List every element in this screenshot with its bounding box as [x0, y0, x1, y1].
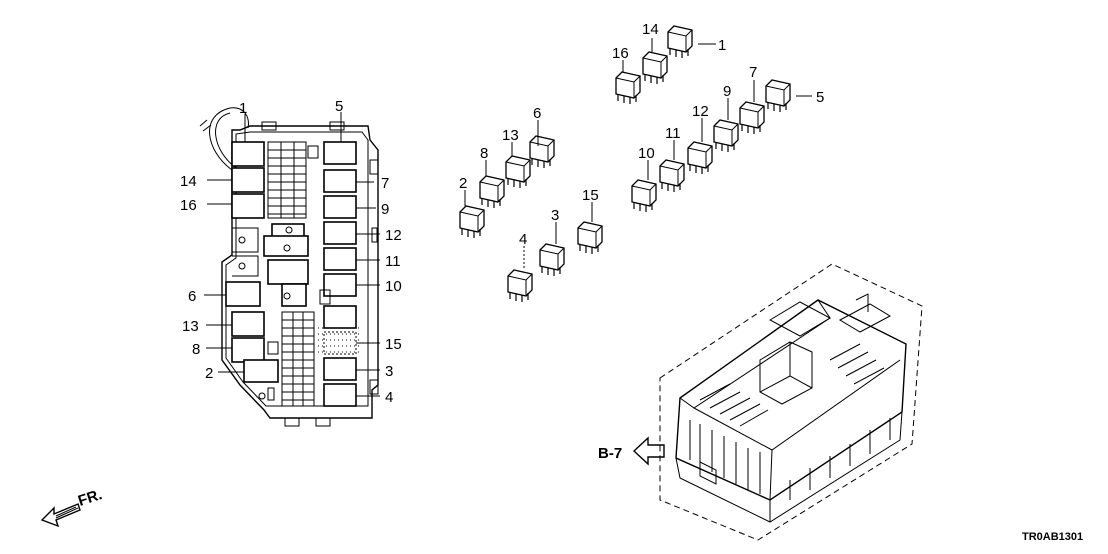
- box-label-13: 13: [182, 318, 199, 335]
- relay-label-10: 10: [638, 145, 655, 162]
- relay-3: [539, 243, 565, 277]
- box-label-1: 1: [239, 100, 247, 117]
- relay-label-14: 14: [642, 21, 659, 38]
- relay-2: [459, 205, 485, 239]
- relay-10: [631, 179, 657, 213]
- relay-label-12: 12: [692, 103, 709, 120]
- relay-7: [739, 101, 765, 135]
- relay-6: [529, 135, 555, 169]
- reference-label: B-7: [598, 445, 622, 462]
- relay-box-plan-view: 1 5 14 16 7 9 12 11 10 6 13 15 8 3 2 4: [180, 98, 402, 427]
- relay-label-6: 6: [533, 105, 541, 122]
- relay-label-7: 7: [749, 64, 757, 81]
- front-direction-indicator: FR.: [40, 486, 104, 528]
- fuse-block-top: [267, 141, 319, 219]
- relay-8: [479, 175, 505, 209]
- relay-label-11: 11: [665, 125, 681, 142]
- relays-group: 1 14 16 5 7 9 12 11 10 6 13 8 2 15 3 4: [459, 21, 824, 303]
- relay-label-2: 2: [459, 175, 467, 192]
- diagram-code: TR0AB1301: [1022, 531, 1083, 543]
- box-label-6: 6: [188, 288, 196, 305]
- box-label-15: 15: [385, 336, 402, 353]
- reference-b7: B-7: [598, 436, 665, 466]
- box-label-7: 7: [381, 175, 389, 192]
- relay-11: [659, 159, 685, 193]
- relay-label-8: 8: [480, 145, 488, 162]
- box-label-8: 8: [192, 341, 200, 358]
- relay-14: [642, 51, 668, 85]
- front-label: FR.: [76, 486, 104, 510]
- relay-box-assembly: [659, 263, 923, 541]
- box-label-10: 10: [385, 278, 402, 295]
- box-label-3: 3: [385, 363, 393, 380]
- relay-label-5: 5: [816, 89, 824, 106]
- relay-label-4: 4: [519, 231, 527, 248]
- relay-label-16: 16: [612, 45, 629, 62]
- relay-4: [507, 269, 533, 303]
- box-label-14: 14: [180, 173, 197, 190]
- relay-label-15: 15: [582, 187, 599, 204]
- relay-12: [687, 141, 713, 175]
- relay-5: [765, 79, 791, 113]
- relay-label-9: 9: [723, 83, 731, 100]
- box-label-12: 12: [385, 227, 402, 244]
- relay-label-13: 13: [502, 127, 519, 144]
- relay-13: [505, 155, 531, 189]
- fuse-block-bottom: [267, 311, 315, 407]
- box-label-5: 5: [335, 98, 343, 115]
- relay-label-3: 3: [551, 207, 559, 224]
- box-label-9: 9: [381, 201, 389, 218]
- box-label-11: 11: [385, 253, 401, 270]
- relay-label-1: 1: [718, 37, 726, 54]
- reference-arrow-icon: [632, 436, 665, 466]
- box-label-2: 2: [205, 365, 213, 382]
- box-label-16: 16: [180, 197, 197, 214]
- box-label-4: 4: [385, 389, 393, 406]
- relay-16: [615, 71, 641, 105]
- relay-1: [667, 25, 693, 59]
- relay-9: [713, 119, 739, 153]
- relay-15: [577, 221, 603, 255]
